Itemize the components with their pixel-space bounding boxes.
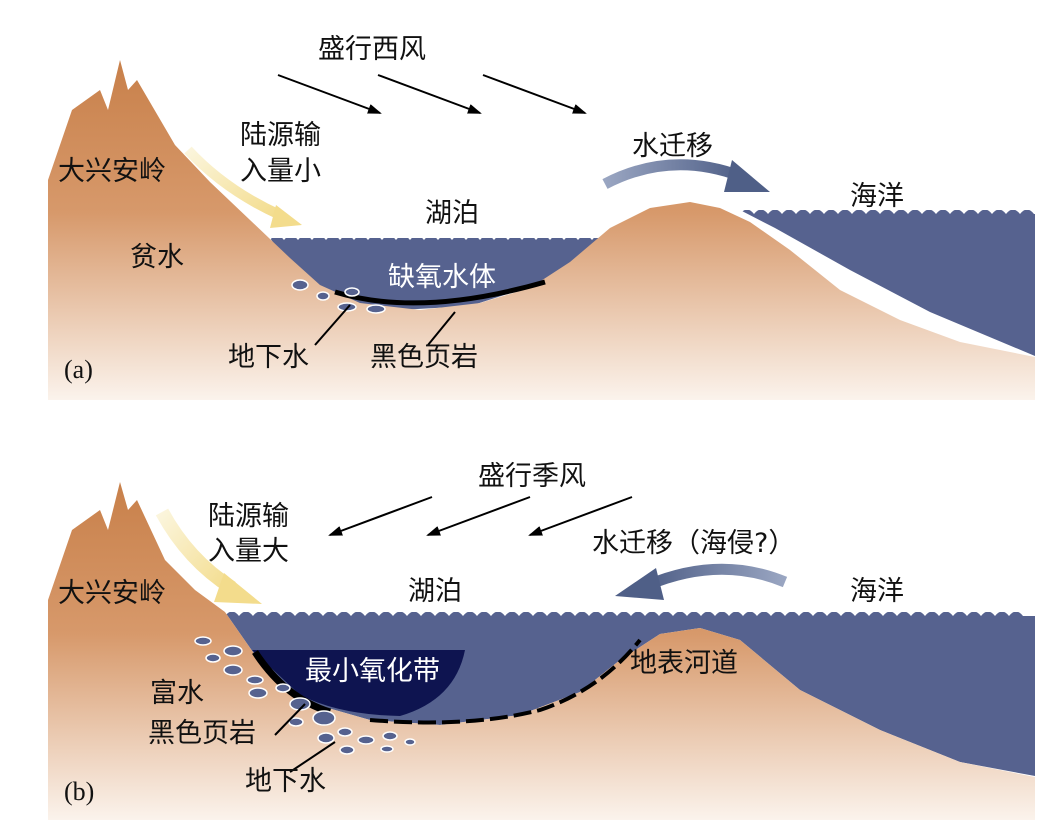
lake-label: 湖泊 xyxy=(425,198,479,229)
terrain xyxy=(48,482,1035,820)
water-migration-label: 水迁移 xyxy=(632,131,713,162)
surface-channel-label: 地表河道 xyxy=(630,648,738,679)
surface-waves xyxy=(225,600,1040,616)
min-oxidation-zone xyxy=(252,650,465,716)
sediment-input-arrow xyxy=(184,146,283,220)
water-migration-arrowhead xyxy=(724,160,770,192)
groundwater-leader xyxy=(289,741,336,773)
groundwater-lenses xyxy=(291,279,386,314)
wind-arrows xyxy=(277,74,587,114)
ocean-water xyxy=(740,210,1035,356)
panel-label: (b) xyxy=(64,777,94,806)
water-migration-arrow xyxy=(645,563,788,591)
min-oxidation-zone-label: 最小氧化带 xyxy=(305,656,440,687)
wind-label: 盛行西风 xyxy=(318,34,426,65)
mountain-label: 大兴安岭 xyxy=(58,578,166,609)
water-migration-arrow xyxy=(602,159,742,189)
groundwater-label: 地下水 xyxy=(228,342,309,373)
ocean-waves xyxy=(740,200,1040,214)
black-shale-layer xyxy=(334,279,546,306)
wind-label: 盛行季风 xyxy=(478,461,586,492)
sediment-input-line2: 入量大 xyxy=(208,536,289,567)
lake-label: 湖泊 xyxy=(408,576,462,607)
terrain xyxy=(48,60,1035,400)
water-migration-label: 水迁移（海侵?） xyxy=(592,528,795,559)
mountain-label: 大兴安岭 xyxy=(58,156,166,187)
ocean-label: 海洋 xyxy=(850,576,904,607)
sediment-input-line2: 入量小 xyxy=(240,156,321,187)
sediment-input-arrowhead xyxy=(214,573,262,604)
water-status-label: 富水 xyxy=(150,678,204,709)
groundwater-leader xyxy=(314,304,351,346)
water-status-label: 贫水 xyxy=(130,242,184,273)
wind-arrows xyxy=(328,496,633,536)
groundwater-label: 地下水 xyxy=(245,766,326,797)
black-shale-label: 黑色页岩 xyxy=(148,718,256,749)
groundwater-lenses xyxy=(194,636,416,755)
panel-b: 盛行季风 陆源输 入量大 水迁移（海侵?） 大兴安岭 湖泊 海洋 最小氧化带 地… xyxy=(48,461,1040,820)
panel-label: (a) xyxy=(64,355,93,384)
panel-a: 盛行西风 陆源输 入量小 大兴安岭 贫水 湖泊 缺氧水体 水迁移 海洋 地下水 … xyxy=(48,34,1040,400)
shale-leader xyxy=(274,703,306,736)
sediment-input-line1: 陆源输 xyxy=(208,501,289,532)
lake-waves xyxy=(260,228,610,240)
anoxic-water-label: 缺氧水体 xyxy=(388,262,496,293)
surface-channel-line xyxy=(369,638,642,725)
black-shale-label: 黑色页岩 xyxy=(370,342,478,373)
sediment-input-line1: 陆源输 xyxy=(240,120,321,151)
sediment-input-arrowhead xyxy=(270,205,302,228)
water-migration-arrowhead xyxy=(615,568,664,600)
shale-leader xyxy=(427,311,456,346)
ocean-label: 海洋 xyxy=(850,181,904,212)
